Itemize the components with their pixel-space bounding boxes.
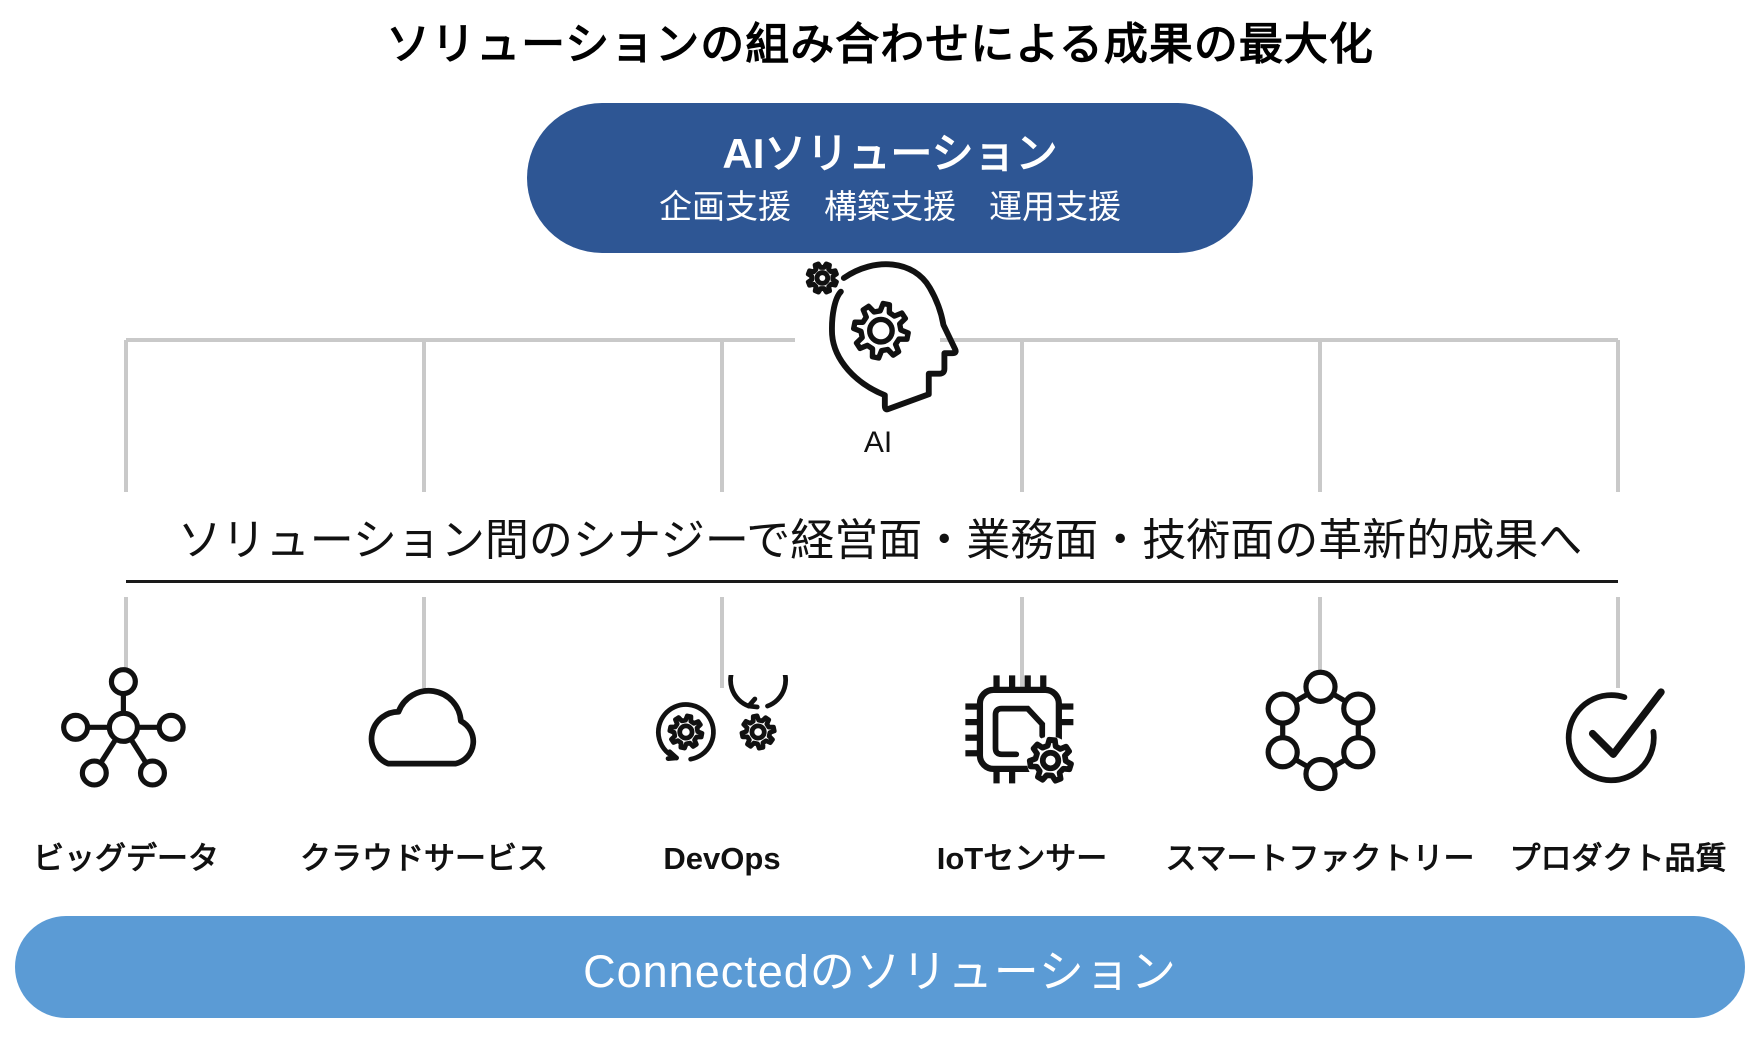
connector-vertical-lower: [422, 597, 426, 688]
solution-column-4: IoTセンサー: [862, 340, 1182, 900]
solution-column-5: スマートファクトリー: [1160, 340, 1480, 900]
connector-vertical-upper: [1020, 340, 1024, 492]
ai-head-gears-icon: [795, 254, 961, 426]
ai-solution-subtitle: 企画支援 構築支援 運用支援: [659, 187, 1121, 225]
connector-vertical-lower: [720, 597, 724, 688]
connector-vertical-upper: [1318, 340, 1322, 492]
ai-solution-title: AIソリューション: [722, 129, 1058, 177]
connector-vertical-upper: [422, 340, 426, 492]
connector-vertical-lower: [1616, 597, 1620, 688]
connector-vertical-lower: [1020, 597, 1024, 688]
solution-label: IoTセンサー: [936, 841, 1108, 876]
connector-vertical-upper: [124, 340, 128, 492]
synergy-statement: ソリューション間のシナジーで経営面・業務面・技術面の革新的成果へ: [177, 516, 1583, 565]
ai-icon-caption: AI: [863, 426, 893, 459]
big-data-icon: [0, 662, 286, 802]
connector-horizontal-right: [940, 338, 1618, 342]
connector-vertical-upper: [720, 340, 724, 492]
solution-label: ビッグデータ: [33, 841, 219, 876]
solution-label: スマートファクトリー: [1165, 841, 1475, 876]
page-title: ソリューションの組み合わせによる成果の最大化: [386, 20, 1374, 69]
connected-solutions-label: Connectedのソリューション: [583, 945, 1177, 997]
ai-solution-pill: AIソリューション 企画支援 構築支援 運用支援: [527, 103, 1253, 253]
connected-solutions-bar: Connectedのソリューション: [15, 916, 1745, 1018]
cloud-service-icon: [264, 662, 584, 802]
solution-label: プロダクト品質: [1509, 841, 1727, 876]
product-quality-icon: [1458, 662, 1760, 802]
connector-vertical-upper: [1616, 340, 1620, 492]
solution-column-6: プロダクト品質: [1458, 340, 1760, 900]
solution-column-2: クラウドサービス: [264, 340, 584, 900]
connector-vertical-lower: [1318, 597, 1322, 688]
connector-vertical-lower: [124, 597, 128, 688]
solution-label: クラウドサービス: [300, 841, 548, 876]
iot-sensor-icon: [862, 662, 1182, 802]
connector-horizontal-left: [126, 338, 795, 342]
smart-factory-icon: [1160, 662, 1480, 802]
solution-column-1: ビッグデータ: [0, 340, 286, 900]
solution-column-3: DevOps: [562, 340, 882, 900]
devops-icon: [562, 662, 882, 802]
solution-label: DevOps: [663, 841, 781, 876]
synergy-underline: [126, 580, 1618, 583]
